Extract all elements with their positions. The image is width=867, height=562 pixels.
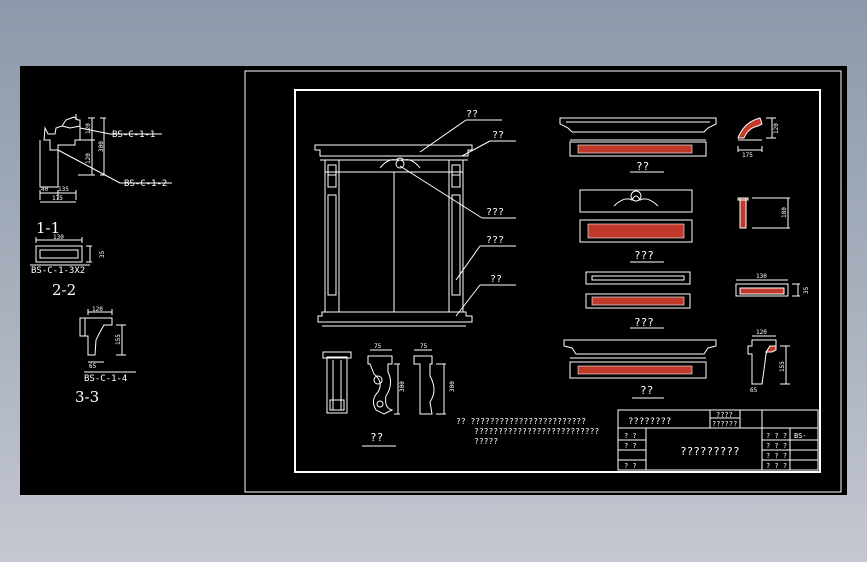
component-label-2: ??? — [634, 249, 654, 262]
title-sub-cell: ?????? — [712, 420, 737, 428]
section-label-1-1: 1-1 — [36, 219, 60, 237]
notes-line-3: ????? — [474, 437, 498, 446]
left-section-1-1 — [39, 114, 172, 203]
left-section-3-3 — [79, 309, 136, 373]
component-cornice-stripe — [577, 144, 693, 154]
callout-cornice: ?? — [466, 109, 478, 120]
dim-base-2: 175 — [52, 195, 63, 202]
component-cornice-accent — [569, 141, 707, 157]
title-top-cell: ???? — [716, 411, 733, 419]
component-sill — [563, 339, 717, 379]
callout-bs-c-1-1: BS-C-1-1 — [112, 130, 155, 140]
dim-bracket-h: 155 — [779, 361, 786, 372]
component-label-3: ??? — [634, 316, 654, 329]
title-right-row-1: ? ? ? — [766, 432, 787, 440]
component-column — [585, 271, 691, 309]
callout-sill: ?? — [490, 274, 502, 285]
dim-corner-h: 120 — [773, 123, 780, 134]
profile-details — [735, 117, 800, 385]
notes-line-2: ?????????????????????????? — [474, 427, 599, 436]
component-cornice — [559, 117, 717, 141]
bracket-dim-top: 120 — [92, 306, 103, 313]
dim-corner-w: 175 — [742, 152, 753, 159]
profile-callout: BS-C-1-3X2 — [31, 266, 85, 276]
sheet-outer-frame — [244, 70, 842, 493]
component-sill-stripe — [577, 365, 693, 375]
component-frieze-stripe — [587, 223, 685, 239]
bracket-dim-1: 75 — [374, 343, 382, 350]
dim-base-h: 35 — [803, 286, 810, 294]
dim-top: 120 — [85, 123, 92, 134]
title-left-row-2: ? ? — [624, 442, 637, 450]
title-company: ???????? — [628, 417, 671, 427]
callout-ornament: ??? — [486, 207, 504, 218]
cad-canvas — [20, 66, 847, 495]
title-left-row-1: ? ? — [624, 432, 637, 440]
left-section-2-2 — [30, 237, 92, 266]
bracket-dim-bottom: 65 — [89, 363, 97, 370]
bracket-view-label: ?? — [370, 431, 383, 444]
component-column-stripe — [591, 296, 685, 306]
bracket-dim-3: 300 — [399, 381, 406, 392]
title-right-row-4: ? ? ? — [766, 462, 787, 470]
bracket-views — [322, 349, 446, 447]
dim-base-w: 130 — [756, 273, 767, 280]
notes-line-1: ?? ???????????????????????? — [456, 417, 586, 426]
title-right-val-1: BS- — [794, 432, 807, 440]
dim-base-3: 40 — [41, 186, 49, 193]
bracket-dim-4: 300 — [449, 381, 456, 392]
title-right-row-2: ? ? ? — [766, 442, 787, 450]
dim-bracket-b: 65 — [750, 387, 758, 394]
profile-dim-top: 130 — [53, 234, 64, 241]
drawing-title: ????????? — [680, 445, 740, 458]
component-label-1: ?? — [636, 160, 649, 173]
callout-frieze: ?? — [492, 130, 504, 141]
dim-mid: 120 — [85, 153, 92, 164]
title-right-row-3: ? ? ? — [766, 452, 787, 460]
title-block — [617, 409, 819, 471]
callout-column: ??? — [486, 235, 504, 246]
component-frieze — [579, 189, 693, 243]
bracket-callout: BS-C-1-4 — [84, 374, 127, 384]
profile-dim-side: 35 — [99, 250, 106, 258]
callout-bs-c-1-2: BS-C-1-2 — [124, 179, 167, 189]
dim-base-1: 135 — [58, 186, 69, 193]
dim-side-h: 180 — [781, 207, 788, 218]
section-label-3-3: 3-3 — [75, 388, 99, 406]
dim-right: 300 — [98, 141, 105, 152]
dim-bracket-w: 120 — [756, 329, 767, 336]
bracket-dim-side: 155 — [115, 334, 122, 345]
bracket-dim-2: 75 — [420, 343, 428, 350]
section-label-2-2: 2-2 — [52, 281, 76, 299]
sheet-inner-frame — [294, 89, 821, 473]
title-left-row-3: ? ? — [624, 462, 637, 470]
component-label-4: ?? — [640, 384, 653, 397]
frame-elevation — [314, 119, 516, 327]
